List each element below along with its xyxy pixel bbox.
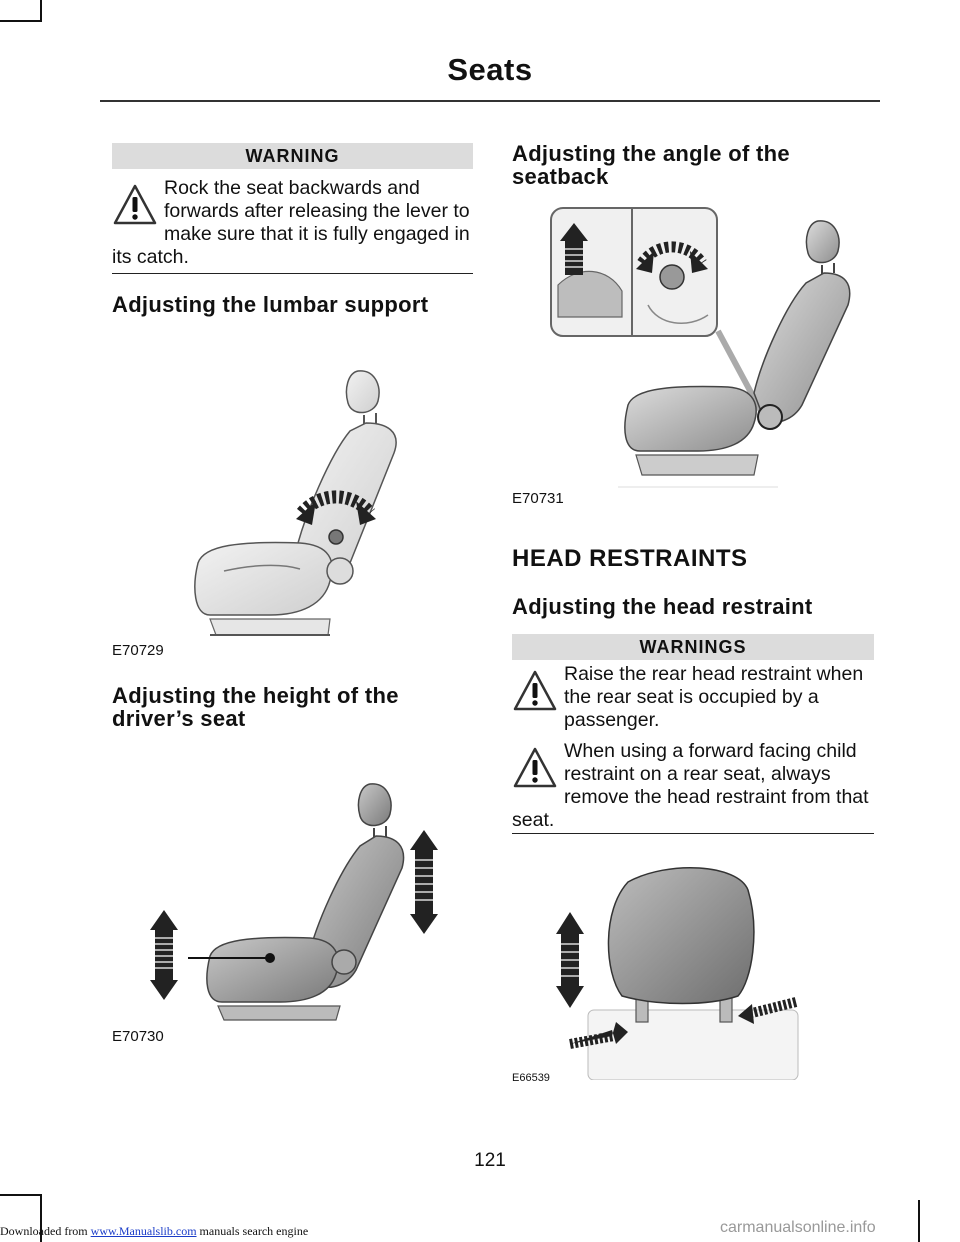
restraint-figure-code: E66539 [512, 1072, 550, 1084]
crop-mark [0, 1194, 42, 1196]
warning-title: WARNING [112, 143, 473, 169]
warning-text: Rock the seat backwards and forwards aft… [112, 177, 470, 268]
restraint-heading: Adjusting the head restraint [512, 594, 813, 619]
footer-suffix: manuals search engine [196, 1224, 309, 1238]
lumbar-figure-code: E70729 [112, 642, 164, 659]
crop-mark [40, 0, 42, 20]
seatback-angle-figure [550, 207, 851, 488]
warning-icon [113, 184, 157, 225]
warnings-title: WARNINGS [512, 634, 874, 660]
warning-block-2: When using a forward facing child restra… [512, 740, 874, 832]
crop-mark [40, 1194, 42, 1242]
title-divider [100, 100, 880, 102]
angle-heading: Adjusting the angle of the seatback [512, 141, 790, 189]
warning-block: Rock the seat backwards and forwards aft… [112, 177, 473, 269]
warning-block-1: Raise the rear head restraint when the r… [512, 663, 874, 732]
crop-mark [0, 20, 42, 22]
lumbar-support-figure [194, 370, 397, 636]
warning-icon [513, 747, 557, 788]
height-figure-code: E70730 [112, 1028, 164, 1045]
warning-divider [112, 273, 473, 274]
warning-icon [513, 670, 557, 711]
footer-prefix: Downloaded from [0, 1224, 91, 1238]
head-restraint-figure [556, 867, 799, 1080]
footer-source: Downloaded from www.Manualslib.com manua… [0, 1224, 308, 1239]
section-heading: HEAD RESTRAINTS [512, 545, 748, 572]
warnings-divider [512, 833, 874, 834]
page-number: 121 [474, 1150, 506, 1171]
footer-link[interactable]: www.Manualslib.com [90, 1224, 197, 1238]
lumbar-heading: Adjusting the lumbar support [112, 292, 429, 317]
seat-height-figure [150, 783, 438, 1021]
angle-figure-code: E70731 [512, 490, 564, 507]
warning-text-2: When using a forward facing child restra… [512, 740, 869, 831]
warning-text-1: Raise the rear head restraint when the r… [564, 663, 864, 731]
page-title: Seats [447, 52, 533, 87]
crop-mark [918, 1200, 920, 1242]
footer-watermark: carmanualsonline.info [720, 1219, 876, 1236]
height-heading: Adjusting the height of the driver’s sea… [112, 683, 399, 731]
